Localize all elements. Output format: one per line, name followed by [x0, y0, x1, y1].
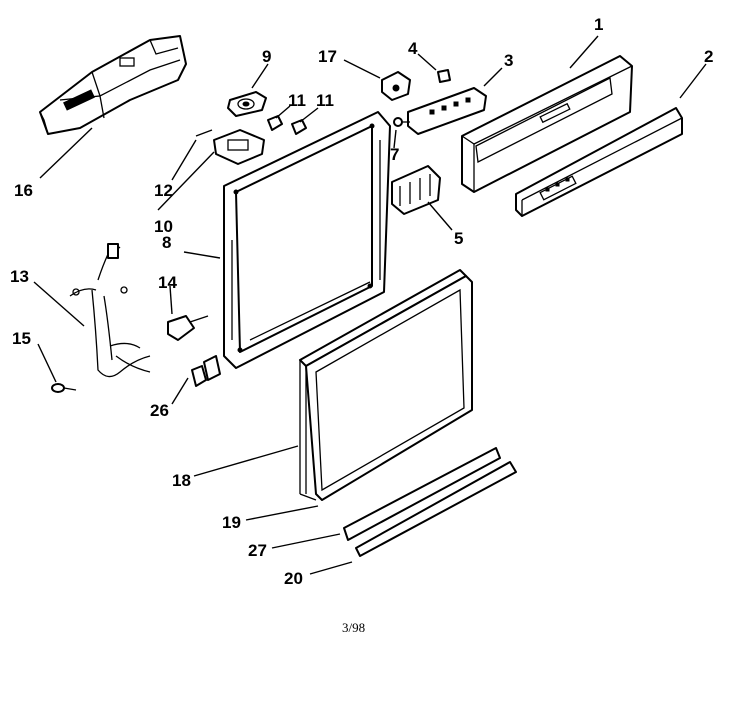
callout-7: 7 [390, 145, 399, 164]
part-9-latch [227, 91, 267, 117]
callout-17: 17 [318, 47, 337, 66]
leader-lines [33, 35, 707, 575]
callout-27: 27 [248, 541, 267, 560]
part-7-screw [393, 117, 410, 127]
part-15-screw [51, 383, 77, 393]
callout-labels: 1 2 3 4 5 7 8 9 10 11 11 12 13 14 15 16 … [10, 15, 713, 588]
part-8-door-frame [223, 111, 391, 369]
footer-code: 3/98 [342, 620, 365, 635]
part-12-clip [195, 129, 213, 137]
part-10-bracket [213, 129, 265, 165]
callout-8: 8 [162, 233, 171, 252]
callout-19: 19 [222, 513, 241, 532]
part-2-console [515, 107, 683, 217]
part-1-panel [461, 55, 633, 193]
callout-11b: 11 [316, 91, 334, 110]
part-3-control [407, 87, 487, 135]
callout-1: 1 [594, 15, 603, 34]
callout-10: 10 [154, 217, 173, 236]
part-16-housing [39, 35, 187, 135]
part-13-harness [69, 243, 151, 378]
callout-11a: 11 [288, 91, 306, 110]
part-26-hinge [191, 355, 221, 387]
part-11-clips [267, 115, 307, 135]
callout-4: 4 [408, 39, 418, 58]
part-20-trim [355, 461, 517, 557]
callout-5: 5 [454, 229, 463, 248]
callout-9: 9 [262, 47, 271, 66]
callout-3: 3 [504, 51, 513, 70]
callout-20: 20 [284, 569, 303, 588]
callout-26: 26 [150, 401, 169, 420]
callout-13: 13 [10, 267, 29, 286]
part-4-screw [437, 69, 451, 83]
callout-15: 15 [12, 329, 31, 348]
callout-16: 16 [14, 181, 33, 200]
callout-18: 18 [172, 471, 191, 490]
part-19-door-panel [299, 275, 473, 501]
part-14-sensor [167, 315, 209, 341]
callout-12: 12 [154, 181, 173, 200]
callout-14: 14 [158, 273, 177, 292]
part-17-switch [381, 71, 411, 101]
callout-2: 2 [704, 47, 713, 66]
part-27-trim [343, 447, 501, 541]
